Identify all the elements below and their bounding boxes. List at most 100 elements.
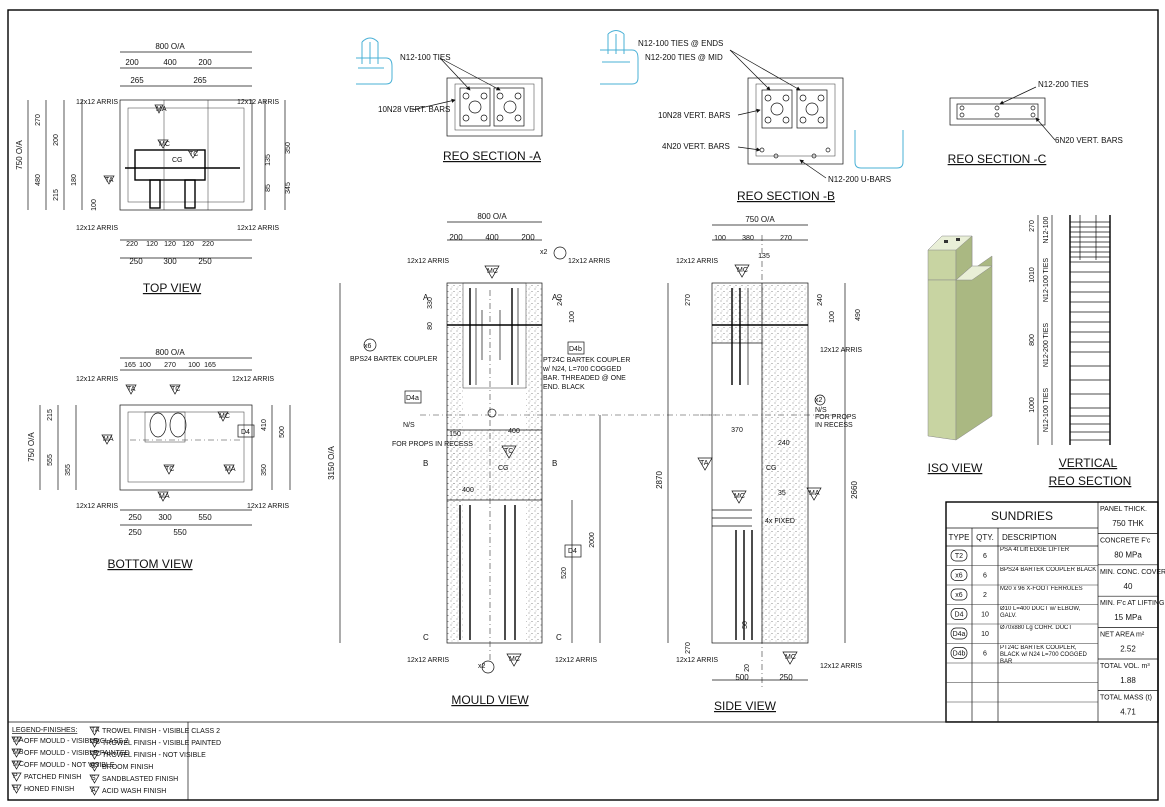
svg-text:MC: MC xyxy=(487,268,498,275)
svg-text:750 O/A: 750 O/A xyxy=(15,140,24,170)
panel-info-label: TOTAL VOL. m³ xyxy=(1100,663,1150,670)
sundry-qty: 6 xyxy=(983,573,987,580)
finish-triangle-icon xyxy=(11,784,22,794)
svg-text:265: 265 xyxy=(130,76,144,85)
iso-view-title: ISO VIEW xyxy=(928,461,983,475)
svg-text:200: 200 xyxy=(521,233,535,242)
svg-text:x2: x2 xyxy=(478,663,486,670)
svg-text:12x12 ARRIS: 12x12 ARRIS xyxy=(237,225,279,232)
svg-text:MC: MC xyxy=(13,761,24,768)
svg-text:100: 100 xyxy=(188,362,200,369)
sundry-type: D4b xyxy=(953,651,966,658)
svg-text:12x12 ARRIS: 12x12 ARRIS xyxy=(76,99,118,106)
svg-text:N12-100 TIES: N12-100 TIES xyxy=(1043,388,1050,433)
svg-text:550: 550 xyxy=(198,513,212,522)
svg-text:355: 355 xyxy=(65,464,72,476)
panel-info-value: 1.88 xyxy=(1120,676,1136,685)
svg-text:80: 80 xyxy=(427,322,434,330)
svg-text:12x12 ARRIS: 12x12 ARRIS xyxy=(76,225,118,232)
svg-text:750 O/A: 750 O/A xyxy=(27,432,36,462)
svg-text:500: 500 xyxy=(735,673,749,682)
svg-text:50: 50 xyxy=(742,621,749,629)
svg-text:x2: x2 xyxy=(540,249,548,256)
sundries-row xyxy=(1000,684,1097,702)
svg-text:85: 85 xyxy=(265,184,272,192)
top-view-title: TOP VIEW xyxy=(143,281,202,295)
svg-text:TC: TC xyxy=(91,751,100,758)
sundries-row xyxy=(1000,703,1097,721)
svg-text:200: 200 xyxy=(53,134,60,146)
iso-view: ISO VIEW xyxy=(927,235,993,475)
sundry-type-symbol xyxy=(950,627,968,640)
panel-info-value: 40 xyxy=(1124,582,1133,591)
svg-text:N12-100: N12-100 xyxy=(1043,216,1050,243)
svg-text:270: 270 xyxy=(685,642,692,654)
svg-text:200: 200 xyxy=(198,58,212,67)
svg-text:180: 180 xyxy=(71,174,78,186)
svg-text:1000: 1000 xyxy=(1029,397,1036,413)
svg-text:135: 135 xyxy=(265,154,272,166)
svg-text:10N28 VERT. BARS: 10N28 VERT. BARS xyxy=(658,111,730,120)
svg-text:TROWEL FINISH - VISIBLE CLASS: TROWEL FINISH - VISIBLE CLASS 2 xyxy=(102,728,220,735)
panel-info-value: 2.52 xyxy=(1120,645,1136,654)
svg-text:TB: TB xyxy=(91,739,100,746)
svg-text:N12-100 TIES @ ENDS: N12-100 TIES @ ENDS xyxy=(638,39,723,48)
svg-text:OFF MOULD - VISIBLE CLASS 2: OFF MOULD - VISIBLE CLASS 2 xyxy=(24,738,129,745)
svg-text:800: 800 xyxy=(1029,334,1036,346)
bottom-view: 800 O/A 165 100 270 100 165 750 O/A 215 … xyxy=(27,348,291,571)
svg-text:555: 555 xyxy=(47,454,54,466)
svg-text:N12-200 TIES: N12-200 TIES xyxy=(1038,80,1089,89)
svg-text:20: 20 xyxy=(744,664,751,672)
svg-text:TA: TA xyxy=(105,177,114,184)
svg-text:OFF MOULD - VISIBLE PAINTED: OFF MOULD - VISIBLE PAINTED xyxy=(24,750,130,757)
reo-section-b: N12-100 TIES @ ENDS N12-200 TIES @ MID 1… xyxy=(600,30,904,203)
svg-text:350: 350 xyxy=(285,142,292,154)
sundry-qty: 2 xyxy=(983,592,987,599)
svg-text:PATCHED FINISH: PATCHED FINISH xyxy=(24,774,81,781)
svg-text:C: C xyxy=(556,633,562,642)
svg-text:6N20 VERT. BARS: 6N20 VERT. BARS xyxy=(1055,136,1123,145)
svg-text:TC: TC xyxy=(189,151,198,158)
col-type: TYPE xyxy=(949,533,970,542)
svg-text:270: 270 xyxy=(35,114,42,126)
panel-info-value: 4.71 xyxy=(1120,707,1136,716)
svg-text:10N28 VERT. BARS: 10N28 VERT. BARS xyxy=(378,105,450,114)
svg-text:200: 200 xyxy=(449,233,463,242)
svg-text:270: 270 xyxy=(1029,220,1036,232)
svg-text:C: C xyxy=(423,633,429,642)
svg-text:270: 270 xyxy=(164,362,176,369)
finish-triangle-icon xyxy=(89,786,100,796)
svg-text:MA: MA xyxy=(13,737,24,744)
svg-text:410: 410 xyxy=(261,419,268,431)
finish-mark-triangles: MA MC CG TA TC xyxy=(103,104,199,185)
mould-view: 800 O/A 200 400 200 3150 O/A 330 80 100 … xyxy=(327,212,720,707)
svg-text:N/S: N/S xyxy=(815,407,827,414)
svg-text:490: 490 xyxy=(855,309,862,321)
svg-text:12x12 ARRIS: 12x12 ARRIS xyxy=(820,663,862,670)
coupler-note: PT24C BARTEK COUPLER w/ N24, L=700 COGGE… xyxy=(543,357,631,391)
svg-text:270: 270 xyxy=(780,235,792,242)
svg-text:12x12 ARRIS: 12x12 ARRIS xyxy=(676,657,718,664)
svg-text:400: 400 xyxy=(163,58,177,67)
svg-text:x2: x2 xyxy=(815,397,823,404)
sundry-type-symbol xyxy=(950,647,968,659)
finish-triangle-icon xyxy=(89,750,100,760)
svg-text:380: 380 xyxy=(742,235,754,242)
svg-text:500: 500 xyxy=(279,426,286,438)
svg-text:MC: MC xyxy=(785,654,796,661)
svg-text:SANDBLASTED FINISH: SANDBLASTED FINISH xyxy=(102,776,178,783)
svg-text:B: B xyxy=(91,763,96,770)
svg-text:P: P xyxy=(13,773,18,780)
svg-text:BROOM FINISH: BROOM FINISH xyxy=(102,764,153,771)
svg-text:120: 120 xyxy=(146,241,158,248)
svg-text:350: 350 xyxy=(261,464,268,476)
svg-text:550: 550 xyxy=(173,528,187,537)
